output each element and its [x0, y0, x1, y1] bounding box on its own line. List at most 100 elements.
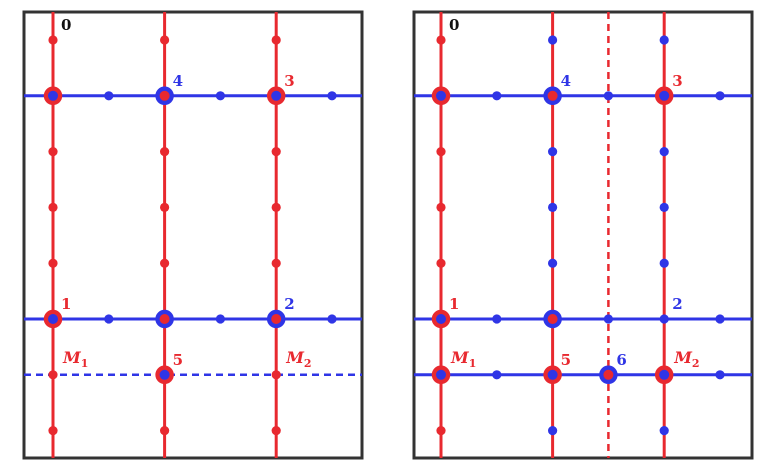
- marked-node-core: [436, 369, 446, 380]
- big-red-marked-node: [431, 365, 451, 385]
- blue-node: [492, 314, 502, 324]
- node-label-subscript: 2: [304, 357, 312, 370]
- marked-node-core: [159, 314, 170, 324]
- node-label: 2: [672, 295, 682, 313]
- node-label: 4: [173, 72, 183, 90]
- node-label: 2: [284, 295, 294, 313]
- marked-node-core: [547, 314, 558, 324]
- big-red-marked-node: [43, 86, 63, 106]
- blue-node: [659, 147, 669, 157]
- marked-node-core: [271, 314, 282, 324]
- blue-node: [603, 314, 614, 324]
- red-node: [48, 35, 58, 45]
- big-red-marked-node: [431, 309, 451, 329]
- blue-node: [492, 370, 502, 380]
- node-label-m: M2: [673, 348, 699, 370]
- marked-node-core: [436, 90, 446, 101]
- blue-node: [715, 370, 725, 380]
- red-node: [48, 258, 58, 268]
- red-node: [271, 258, 281, 268]
- blue-node: [659, 202, 669, 212]
- node-label: 3: [284, 72, 294, 90]
- red-node: [160, 35, 170, 45]
- marked-node-core: [547, 369, 558, 380]
- big-blue-marked-node: [155, 86, 174, 106]
- marked-node-core: [159, 90, 170, 101]
- big-red-marked-node: [654, 365, 674, 385]
- blue-node: [104, 91, 114, 101]
- red-node: [271, 426, 281, 436]
- left-frame: [22, 10, 364, 460]
- node-label: 3: [672, 72, 682, 90]
- red-node: [160, 426, 170, 436]
- marked-node-core: [547, 90, 558, 101]
- big-blue-marked-node: [266, 309, 286, 329]
- red-node: [271, 202, 281, 212]
- blue-node: [104, 314, 114, 324]
- blue-node: [659, 426, 669, 436]
- blue-node: [548, 202, 558, 212]
- node-label: 1: [449, 295, 459, 313]
- red-node: [271, 35, 281, 45]
- big-red-marked-node: [543, 365, 562, 385]
- red-node: [436, 147, 446, 157]
- red-node: [436, 202, 446, 212]
- blue-node: [603, 91, 614, 101]
- blue-node: [659, 258, 669, 268]
- node-label: 4: [561, 72, 571, 90]
- big-blue-marked-node: [599, 365, 618, 385]
- blue-node: [548, 258, 558, 268]
- marked-node-core: [48, 314, 58, 324]
- red-node: [436, 258, 446, 268]
- node-label-m: M2: [285, 348, 311, 370]
- marked-node-core: [603, 369, 614, 380]
- big-blue-marked-node: [543, 309, 562, 329]
- node-label: 0: [61, 16, 71, 34]
- marked-node-core: [48, 90, 58, 101]
- blue-node: [548, 147, 558, 157]
- big-red-marked-node: [43, 309, 63, 329]
- node-label: 6: [616, 351, 626, 369]
- big-blue-marked-node: [155, 309, 174, 329]
- blue-node: [715, 91, 725, 101]
- blue-node: [215, 314, 225, 324]
- red-node: [48, 147, 58, 157]
- blue-node: [215, 91, 225, 101]
- red-node: [48, 202, 58, 212]
- red-node: [48, 426, 58, 436]
- marked-node-core: [659, 90, 670, 101]
- red-node: [271, 147, 281, 157]
- big-red-marked-node: [155, 365, 174, 385]
- red-node: [48, 370, 58, 380]
- marked-node-core: [659, 369, 670, 380]
- blue-node: [492, 91, 502, 101]
- red-node: [160, 147, 170, 157]
- marked-node-core: [436, 314, 446, 324]
- blue-node: [548, 426, 558, 436]
- red-node: [160, 202, 170, 212]
- red-node: [436, 426, 446, 436]
- node-label: 5: [561, 351, 571, 369]
- red-node: [271, 370, 281, 380]
- marked-node-core: [271, 90, 282, 101]
- red-node: [160, 258, 170, 268]
- big-red-marked-node: [431, 86, 451, 106]
- marked-node-core: [159, 369, 170, 380]
- node-label-subscript: 1: [81, 357, 89, 370]
- blue-node: [659, 314, 669, 324]
- node-label-subscript: 1: [469, 357, 477, 370]
- big-red-marked-node: [266, 86, 286, 106]
- node-label: 0: [449, 16, 459, 34]
- big-red-marked-node: [654, 86, 674, 106]
- red-node: [436, 35, 446, 45]
- node-label-subscript: 2: [692, 357, 700, 370]
- big-blue-marked-node: [543, 86, 562, 106]
- blue-node: [659, 35, 669, 45]
- right-frame: [412, 10, 754, 460]
- node-label: 5: [173, 351, 183, 369]
- blue-node: [548, 35, 558, 45]
- node-label-m: M1: [62, 348, 88, 370]
- blue-node: [327, 314, 337, 324]
- node-label: 1: [61, 295, 71, 313]
